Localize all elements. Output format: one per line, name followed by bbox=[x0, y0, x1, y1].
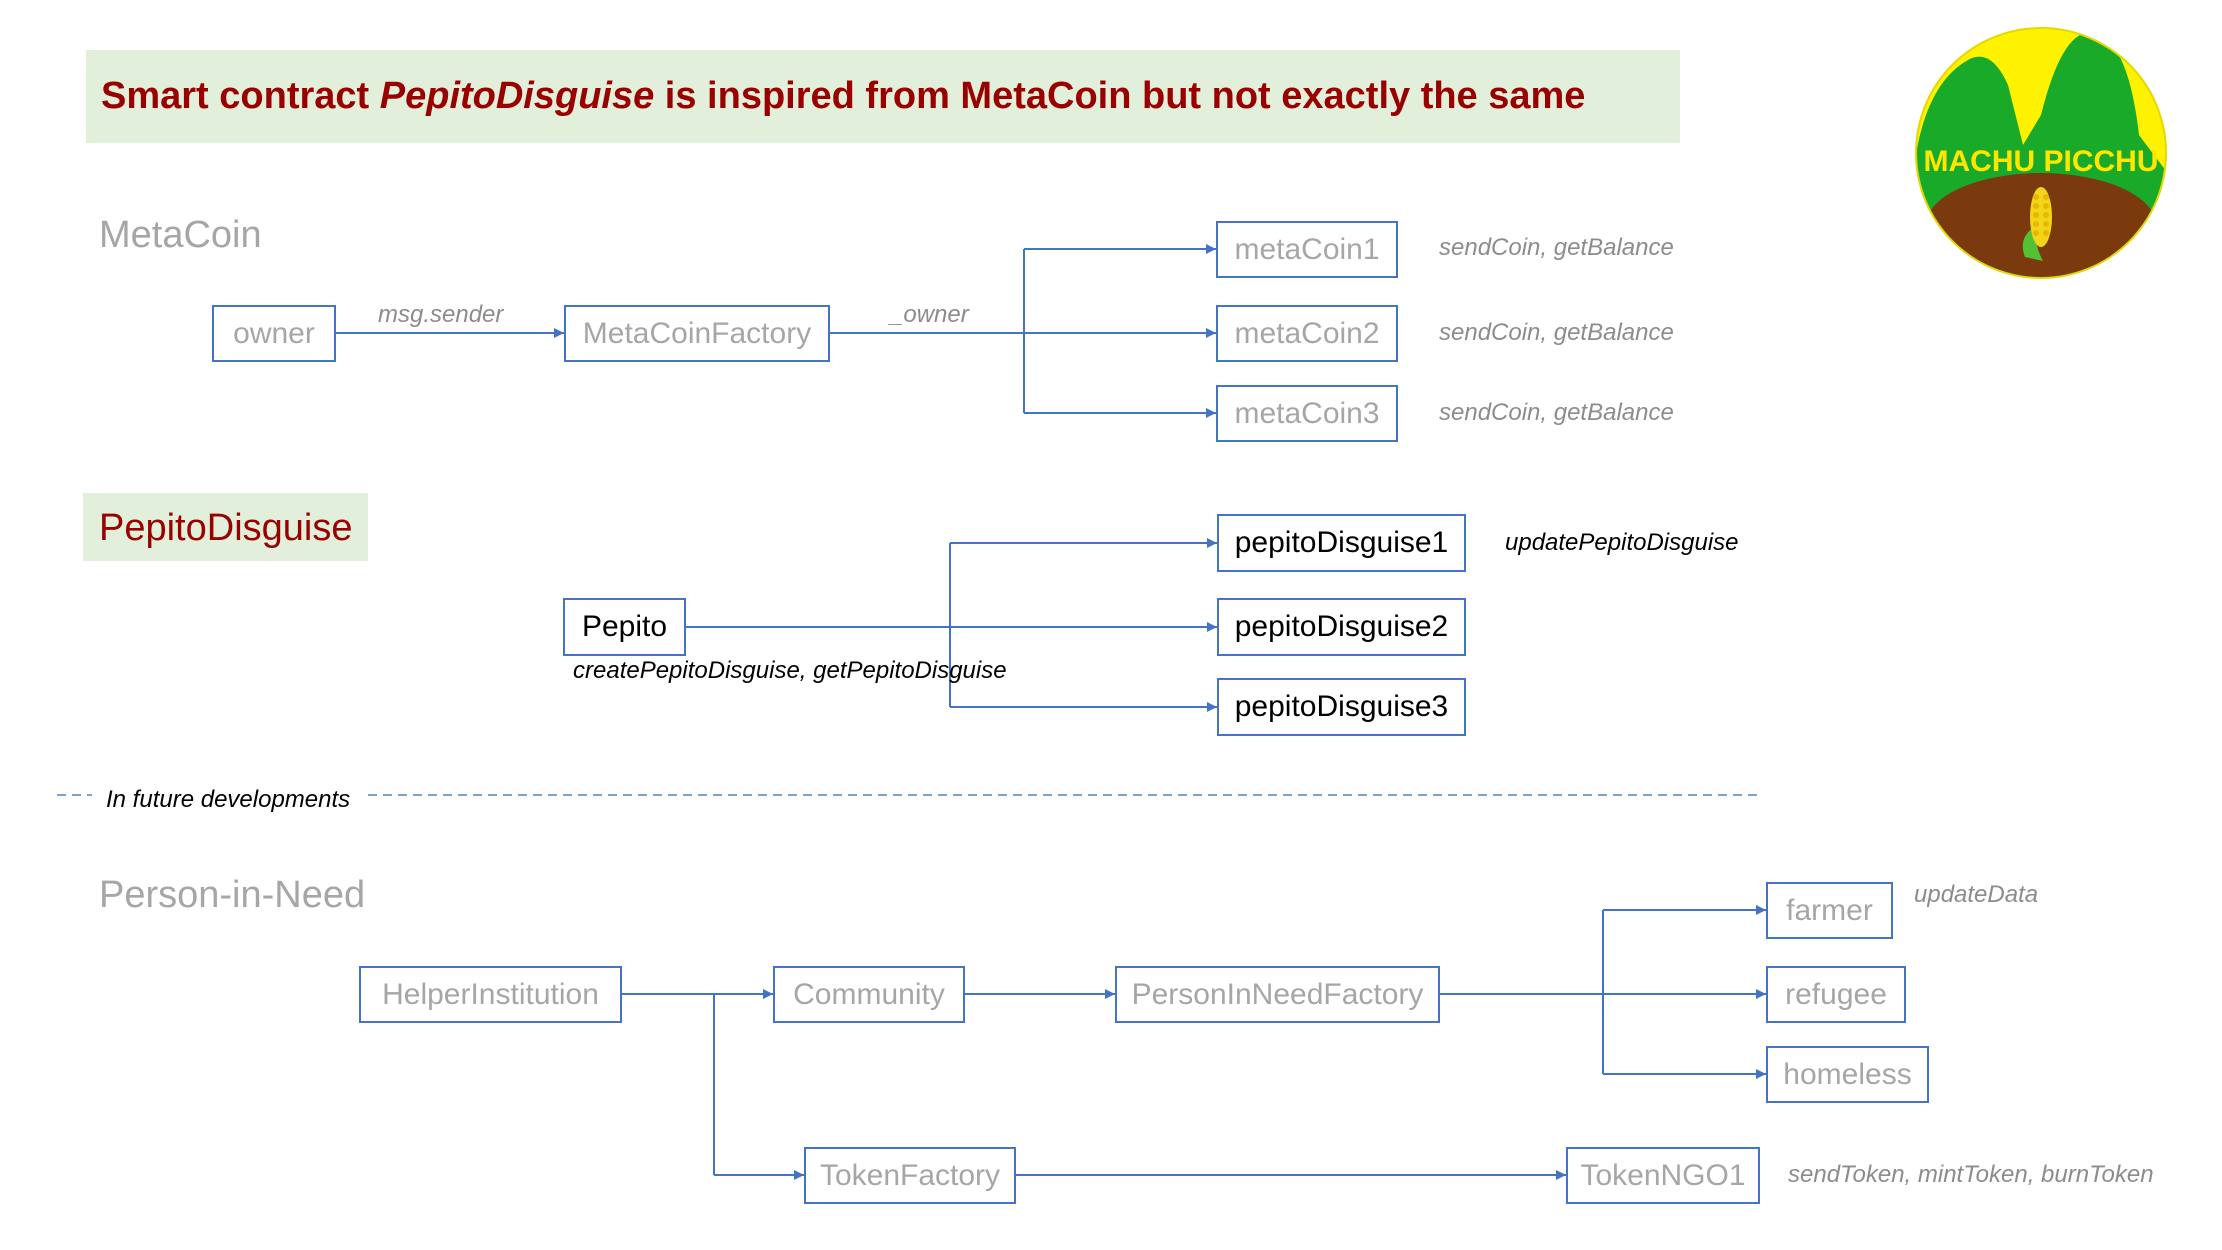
pepito-disguise1-node: pepitoDisguise1 bbox=[1217, 514, 1466, 572]
update-data-label: updateData bbox=[1914, 881, 2039, 908]
token-methods-label: sendToken, mintToken, burnToken bbox=[1788, 1161, 2154, 1188]
metacoin1-methods: sendCoin, getBalance bbox=[1439, 234, 1674, 261]
community-node: Community bbox=[773, 966, 965, 1023]
token-factory-node: TokenFactory bbox=[804, 1147, 1016, 1204]
refugee-node: refugee bbox=[1766, 966, 1906, 1023]
metacoin3-node: metaCoin3 bbox=[1216, 385, 1398, 442]
pepito-disguise3-node: pepitoDisguise3 bbox=[1217, 678, 1466, 736]
homeless-node: homeless bbox=[1766, 1046, 1929, 1103]
pepito-section-title: PepitoDisguise bbox=[99, 507, 353, 549]
person-in-need-factory-node: PersonInNeedFactory bbox=[1115, 966, 1440, 1023]
banner-emphasis: PepitoDisguise bbox=[379, 75, 655, 117]
machu-picchu-logo: MACHU PICCHU bbox=[1913, 25, 2169, 281]
metacoin3-methods: sendCoin, getBalance bbox=[1439, 399, 1674, 426]
metacoin2-methods: sendCoin, getBalance bbox=[1439, 319, 1674, 346]
pepito-methods: createPepitoDisguise, getPepitoDisguise bbox=[573, 657, 1007, 684]
pepito-title-background bbox=[83, 493, 368, 561]
metacoin2-node: metaCoin2 bbox=[1216, 305, 1398, 362]
banner-suffix: is inspired from MetaCoin but not exactl… bbox=[654, 75, 1586, 117]
metacoin-section-title: MetaCoin bbox=[99, 214, 262, 256]
corn-icon bbox=[2022, 187, 2052, 261]
owner-edge-label: _owner bbox=[890, 301, 969, 328]
pepito-node: Pepito bbox=[563, 598, 686, 656]
owner-node: owner bbox=[212, 305, 336, 362]
metacoin-factory-node: MetaCoinFactory bbox=[564, 305, 830, 362]
token-ngo1-node: TokenNGO1 bbox=[1566, 1147, 1760, 1204]
banner-prefix: Smart contract bbox=[101, 75, 380, 117]
helper-institution-node: HelperInstitution bbox=[359, 966, 622, 1023]
farmer-node: farmer bbox=[1766, 882, 1893, 939]
person-in-need-section-title: Person-in-Need bbox=[99, 874, 366, 916]
pepito-disguise2-node: pepitoDisguise2 bbox=[1217, 598, 1466, 656]
metacoin1-node: metaCoin1 bbox=[1216, 221, 1398, 278]
disguise-method-label: updatePepitoDisguise bbox=[1505, 529, 1739, 556]
title-banner: Smart contract PepitoDisguise is inspire… bbox=[86, 50, 1680, 143]
logo-text: MACHU PICCHU bbox=[1924, 145, 2159, 178]
msg-sender-label: msg.sender bbox=[378, 301, 504, 328]
future-developments-label: In future developments bbox=[106, 786, 351, 813]
